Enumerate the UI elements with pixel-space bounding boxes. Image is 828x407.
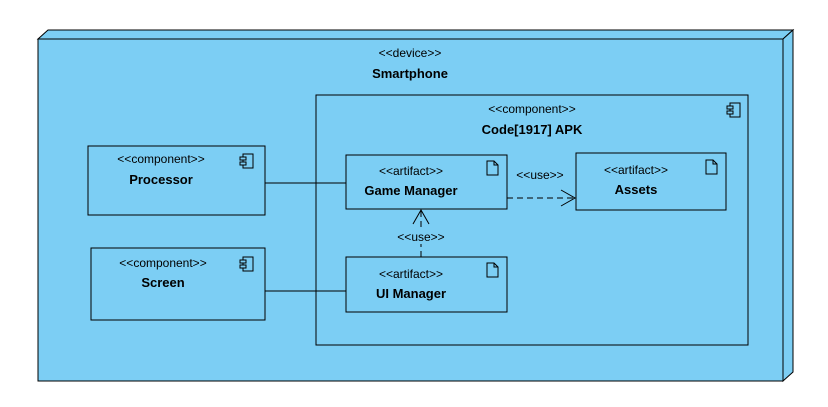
dependency-ui-gm[interactable]: <<use>> [393, 208, 449, 257]
dependency-ui-gm-label: <<use>> [397, 230, 444, 244]
artifact-game-manager-stereotype: <<artifact>> [379, 164, 443, 178]
component-icon [239, 256, 254, 272]
device-node-side-face [782, 28, 794, 383]
component-apk-box [315, 94, 749, 346]
component-screen-stereotype: <<component>> [119, 256, 206, 270]
component-processor[interactable]: <<component>> Processor [87, 145, 266, 216]
dependency-gm-assets[interactable]: <<use>> [507, 168, 577, 207]
component-apk[interactable]: <<component>> Code[1917] APK [315, 94, 749, 346]
artifact-assets-name: Assets [615, 182, 658, 197]
component-processor-stereotype: <<component>> [117, 152, 204, 166]
device-node-top-face [36, 29, 795, 40]
artifact-assets-stereotype: <<artifact>> [604, 163, 668, 177]
document-icon [486, 262, 499, 278]
artifact-game-manager-name: Game Manager [364, 183, 457, 198]
artifact-ui-manager-stereotype: <<artifact>> [379, 267, 443, 281]
artifact-ui-manager-name: UI Manager [376, 286, 446, 301]
dependency-ui-gm-label-bg [393, 228, 449, 244]
dependency-gm-assets-label: <<use>> [516, 168, 563, 182]
component-screen[interactable]: <<component>> Screen [90, 247, 266, 321]
device-name: Smartphone [372, 66, 448, 81]
device-stereotype: <<device>> [379, 46, 442, 60]
component-icon [726, 102, 741, 118]
dependency-gm-assets-arrowhead [560, 189, 577, 207]
component-apk-stereotype: <<component>> [488, 102, 575, 116]
artifact-ui-manager[interactable]: <<artifact>> UI Manager [345, 256, 508, 313]
component-icon [239, 153, 254, 169]
component-screen-box [90, 247, 266, 321]
dependency-ui-gm-arrowhead [412, 208, 430, 225]
device-node-smartphone[interactable]: <<device>> Smartphone [36, 28, 795, 383]
artifact-assets[interactable]: <<artifact>> Assets [575, 152, 727, 211]
artifact-ui-manager-box [345, 256, 508, 313]
component-screen-name: Screen [141, 275, 184, 290]
component-processor-box [87, 145, 266, 216]
document-icon [705, 159, 718, 175]
document-icon [486, 160, 499, 176]
artifact-assets-box [575, 152, 727, 211]
artifact-game-manager-box [345, 154, 508, 210]
component-apk-name: Code[1917] APK [482, 122, 583, 137]
artifact-game-manager[interactable]: <<artifact>> Game Manager [345, 154, 508, 210]
component-processor-name: Processor [129, 172, 193, 187]
